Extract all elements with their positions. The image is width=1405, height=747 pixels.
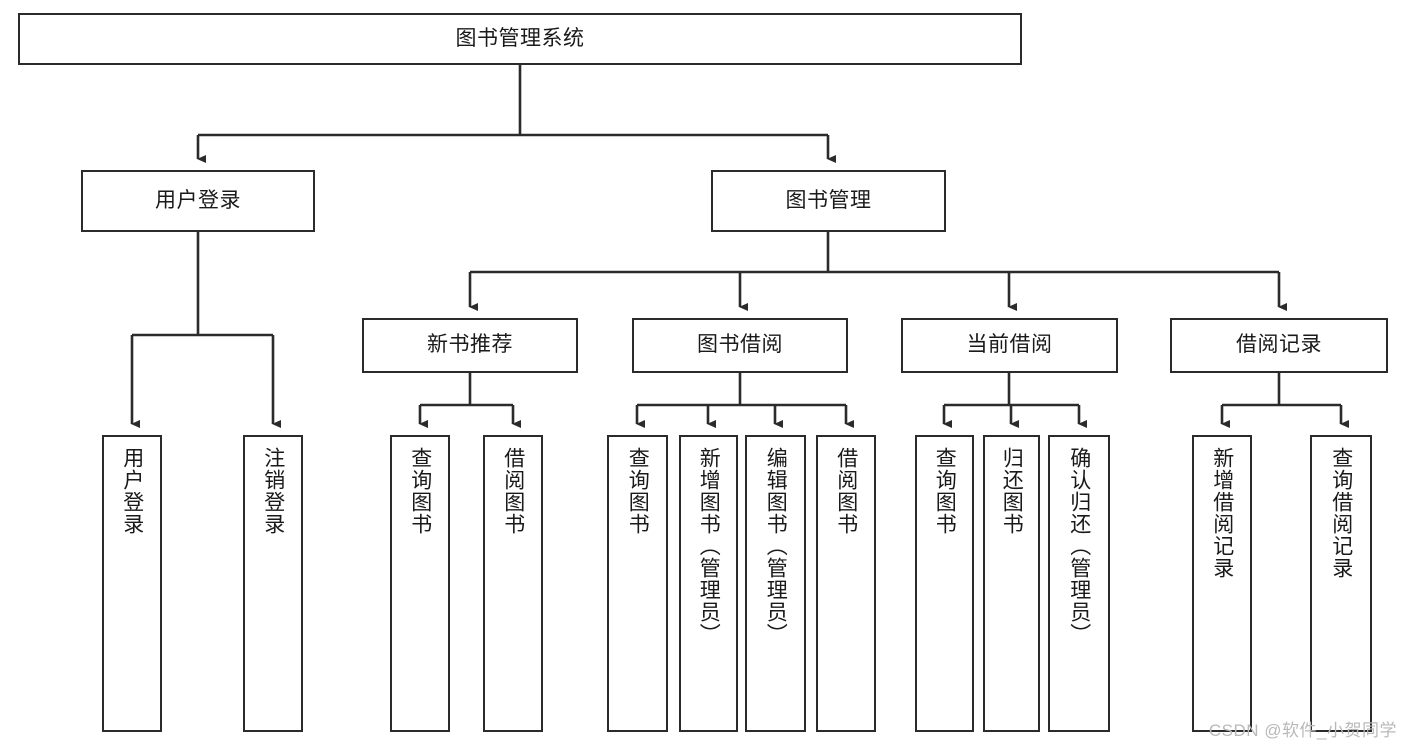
node-label: 借阅图书 [834,447,858,535]
node-label: 图书管理 [785,188,872,212]
node-label: 用户登录 [120,447,144,535]
node-label: 借阅图书 [501,447,525,535]
watermark-credit: CSDN @软件_小贺同学 [1208,721,1397,740]
node-borrow[interactable]: 图书借阅 [632,318,848,373]
node-label: 新书推荐 [427,333,513,357]
node-login-user[interactable]: 用户登录 [102,435,162,732]
node-login-out[interactable]: 注销登录 [243,435,303,732]
node-current[interactable]: 当前借阅 [901,318,1118,373]
node-label: 新增图书（管理员） [697,447,721,645]
node-label: 查询借阅记录 [1329,447,1353,579]
node-label: 借阅记录 [1236,333,1322,357]
node-root[interactable]: 图书管理系统 [18,13,1022,65]
node-newbook[interactable]: 新书推荐 [362,318,578,373]
node-rec-add[interactable]: 新增借阅记录 [1192,435,1252,732]
node-label: 当前借阅 [966,333,1053,357]
node-label: 新增借阅记录 [1210,447,1234,579]
node-new-borrow[interactable]: 借阅图书 [483,435,543,732]
node-label: 用户登录 [155,188,241,212]
node-cur-return[interactable]: 归还图书 [983,435,1040,732]
node-label: 查询图书 [408,447,432,535]
node-new-query[interactable]: 查询图书 [390,435,450,732]
node-bookmgmt[interactable]: 图书管理 [711,170,946,232]
node-label: 编辑图书（管理员） [764,447,788,645]
node-label: 注销登录 [261,447,285,535]
node-label: 图书管理系统 [455,26,585,50]
node-records[interactable]: 借阅记录 [1170,318,1388,373]
node-brw-add[interactable]: 新增图书（管理员） [679,435,738,732]
node-label: 确认归还（管理员） [1067,447,1091,645]
node-cur-confirm[interactable]: 确认归还（管理员） [1048,435,1110,732]
node-brw-borrow[interactable]: 借阅图书 [816,435,876,732]
node-label: 归还图书 [1000,447,1024,535]
node-cur-query[interactable]: 查询图书 [915,435,974,732]
node-label: 图书借阅 [697,333,783,357]
node-label: 查询图书 [626,447,650,535]
node-brw-query[interactable]: 查询图书 [607,435,668,732]
node-label: 查询图书 [933,447,957,535]
node-rec-query[interactable]: 查询借阅记录 [1310,435,1372,732]
node-login[interactable]: 用户登录 [81,170,315,232]
node-brw-edit[interactable]: 编辑图书（管理员） [745,435,806,732]
